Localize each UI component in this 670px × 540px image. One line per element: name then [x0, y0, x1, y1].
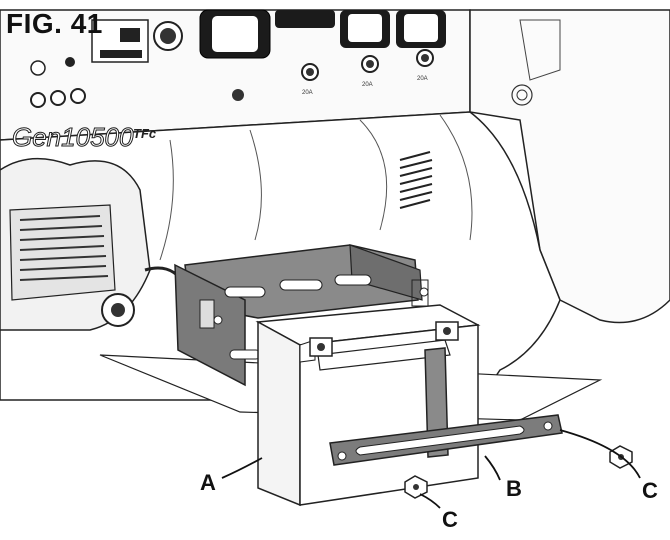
model-branding: Gen10500 TFc [12, 122, 157, 153]
callout-c-bottom: C [442, 507, 458, 532]
leader-lines [221, 429, 641, 509]
figure-title: FIG. 41 [6, 8, 103, 39]
amp-label-2: 20A [362, 82, 373, 88]
control-panel: 20A 20A 20A [30, 9, 446, 108]
leader-c-right [559, 429, 641, 479]
amp-label-1: 20A [302, 90, 313, 96]
leader-b [484, 455, 501, 481]
battery-tray [174, 244, 429, 387]
model-name: Gen10500 [12, 122, 134, 152]
callout-b: B [506, 476, 522, 501]
vent-slots [399, 151, 433, 209]
battery-terminal-right [435, 321, 459, 341]
battery-terminal-left [309, 337, 333, 357]
hold-down-bracket [329, 347, 563, 466]
engine-assembly [0, 157, 192, 331]
leader-c-bottom [419, 493, 441, 509]
callout-a: A [200, 470, 216, 495]
leader-a [221, 457, 263, 479]
callout-c-right: C [642, 478, 658, 503]
mounting-bolt-bottom [404, 475, 428, 499]
model-suffix: TFc [133, 126, 157, 141]
amp-label-3: 20A [417, 76, 428, 82]
